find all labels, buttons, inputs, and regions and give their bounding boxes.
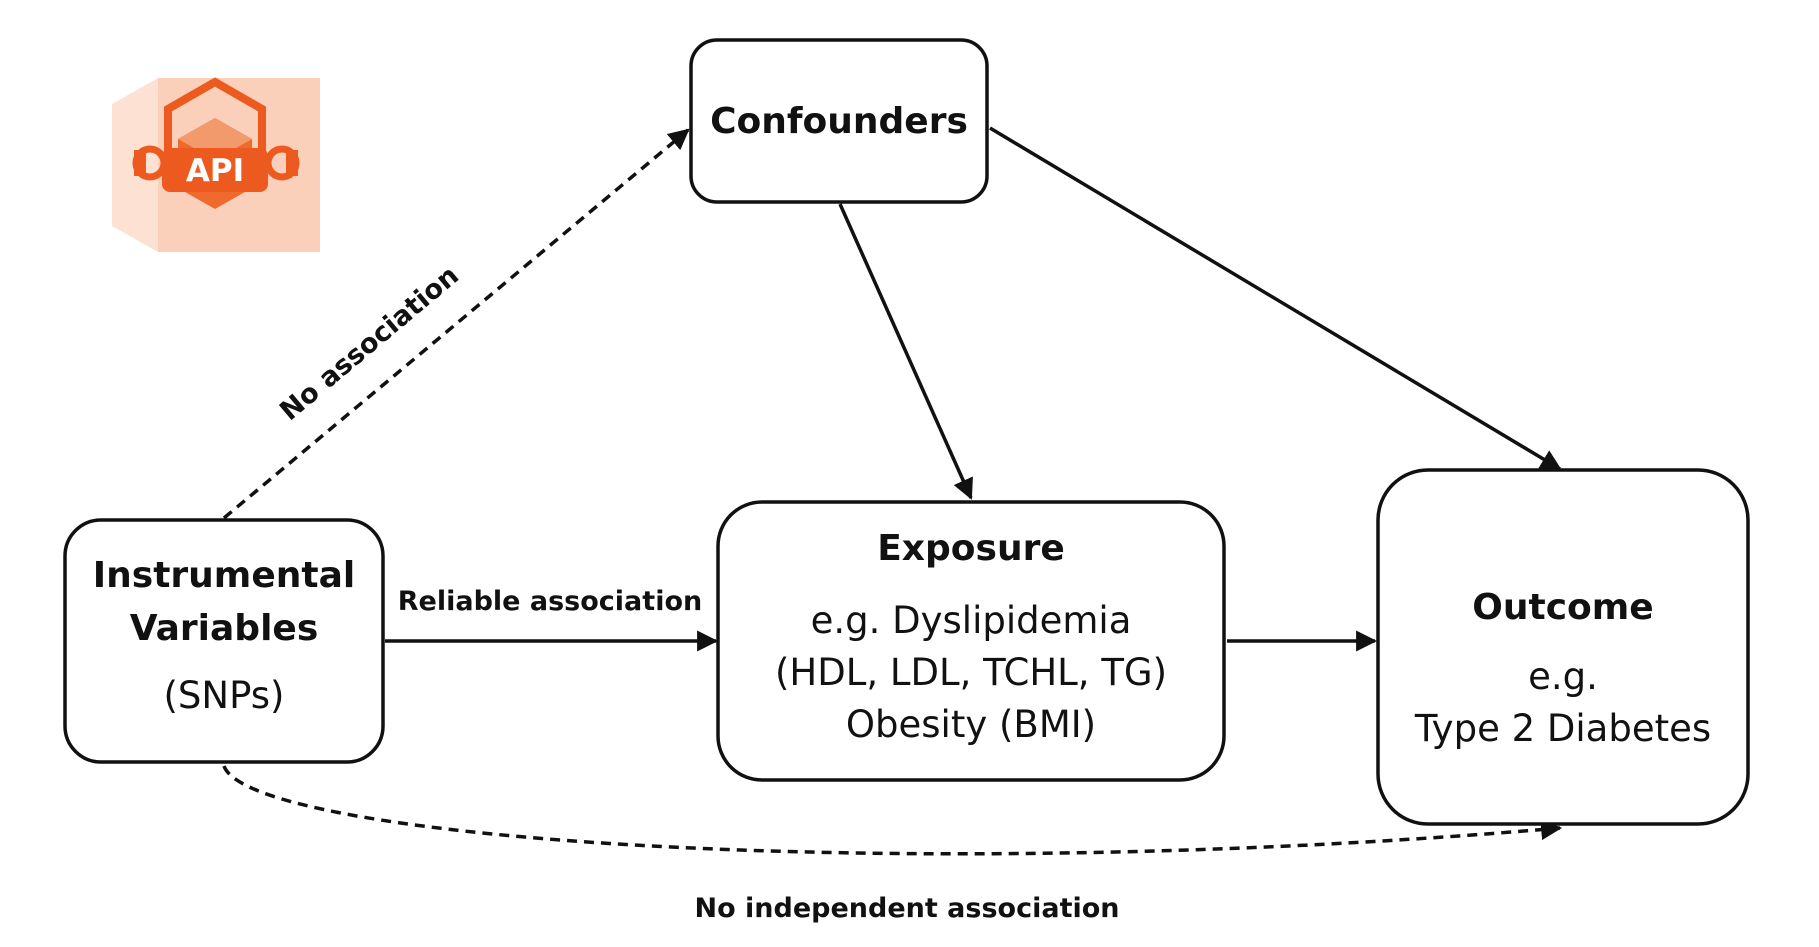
api-logo-text: API bbox=[186, 153, 244, 189]
node-confounders: Confounders bbox=[689, 38, 989, 204]
instrumental-title-line1: Instrumental bbox=[93, 555, 355, 596]
confounders-title: Confounders bbox=[710, 101, 968, 142]
exposure-box bbox=[716, 500, 1226, 782]
outcome-title: Outcome bbox=[1472, 587, 1653, 628]
edge-label-no-association: No association bbox=[274, 260, 465, 427]
outcome-line2: Type 2 Diabetes bbox=[1414, 707, 1711, 750]
api-logo: API bbox=[112, 77, 320, 252]
edge-instrumental-to-outcome bbox=[222, 765, 1563, 856]
instrumental-title-line2: Variables bbox=[130, 608, 319, 649]
edge-label-no-independent-association: No independent association bbox=[694, 893, 1119, 924]
node-outcome: Outcome e.g. Type 2 Diabetes bbox=[1376, 468, 1750, 826]
exposure-line1: e.g. Dyslipidemia bbox=[811, 599, 1132, 642]
node-exposure: Exposure e.g. Dyslipidemia (HDL, LDL, TC… bbox=[716, 500, 1226, 782]
instrumental-subtitle: (SNPs) bbox=[164, 674, 285, 717]
exposure-line3: Obesity (BMI) bbox=[846, 703, 1096, 746]
outcome-box bbox=[1376, 468, 1750, 826]
api-hexagon-plug-icon bbox=[112, 77, 320, 252]
edge-label-reliable-association: Reliable association bbox=[398, 586, 702, 617]
exposure-title: Exposure bbox=[877, 528, 1065, 569]
node-instrumental-variables: Instrumental Variables (SNPs) bbox=[63, 518, 385, 764]
edge-confounders-to-exposure bbox=[838, 203, 973, 500]
confounders-box bbox=[689, 38, 989, 204]
edge-confounders-to-outcome bbox=[989, 126, 1562, 471]
outcome-line1: e.g. bbox=[1528, 655, 1598, 698]
instrumental-box bbox=[63, 518, 385, 764]
exposure-line2: (HDL, LDL, TCHL, TG) bbox=[775, 651, 1167, 694]
